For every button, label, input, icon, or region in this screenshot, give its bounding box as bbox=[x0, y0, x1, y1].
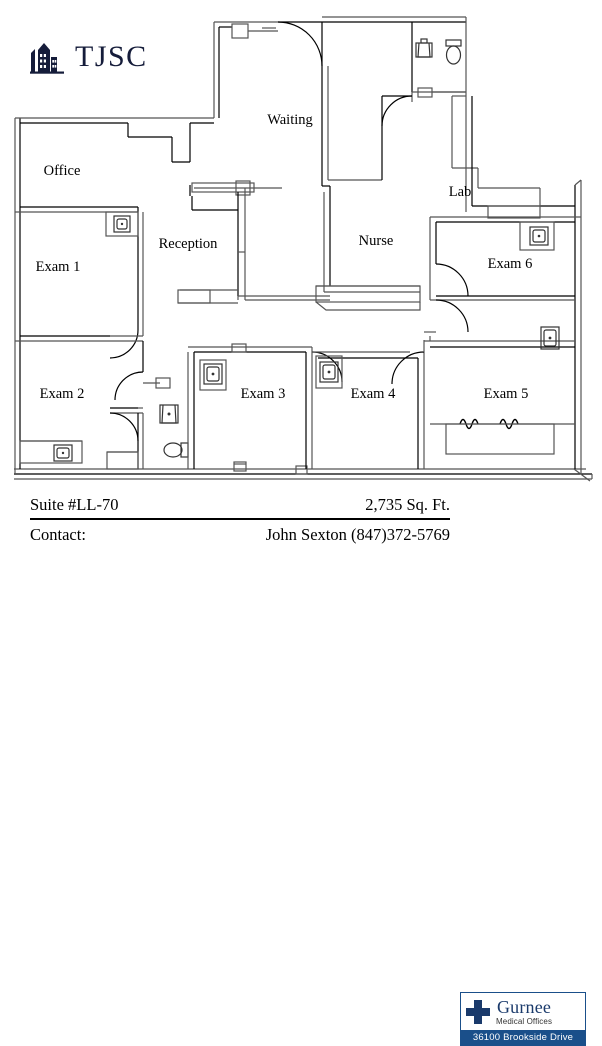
brand-logo: TJSC bbox=[30, 40, 148, 74]
room-label-lab: Lab bbox=[449, 184, 472, 200]
restroom-mid bbox=[143, 352, 195, 469]
gurnee-brand-subtitle: Medical Offices bbox=[496, 1016, 553, 1026]
room-label-reception: Reception bbox=[159, 236, 219, 252]
sink-icon bbox=[203, 363, 223, 385]
sink-icon bbox=[529, 226, 549, 246]
exterior-wall-bottom bbox=[14, 465, 593, 482]
exam2-walls bbox=[19, 341, 144, 470]
sink-icon bbox=[159, 404, 179, 424]
exam5-walls bbox=[424, 326, 575, 455]
sink-icon bbox=[113, 215, 131, 233]
sink-icon bbox=[415, 38, 433, 58]
room-label-exam6: Exam 6 bbox=[488, 256, 533, 272]
nurse-walls bbox=[315, 66, 421, 311]
gurnee-brand-name: Gurnee bbox=[496, 996, 552, 1017]
room-label-nurse: Nurse bbox=[359, 233, 394, 249]
corridor-walls bbox=[238, 295, 330, 301]
square-footage: 2,735 Sq. Ft. bbox=[365, 495, 450, 514]
exam4-walls bbox=[312, 340, 425, 469]
sink-icon bbox=[319, 361, 339, 383]
footer-row-suite: Suite #LL-70 2,735 Sq. Ft. bbox=[30, 495, 450, 518]
gurnee-logo-top: Gurnee Medical Offices bbox=[461, 993, 585, 1030]
lab-walls bbox=[451, 95, 575, 219]
floorplan-page: TJSC bbox=[0, 16, 602, 1046]
exam3-walls bbox=[188, 343, 313, 472]
toilet-icon bbox=[445, 39, 462, 65]
exam1-walls bbox=[105, 211, 139, 359]
contact-value: John Sexton (847)372-5769 bbox=[265, 525, 450, 544]
footer-row-contact: Contact: John Sexton (847)372-5769 bbox=[30, 523, 450, 545]
room-label-office: Office bbox=[44, 163, 81, 179]
room-label-waiting: Waiting bbox=[267, 112, 313, 128]
sink-icon bbox=[53, 444, 73, 462]
gurnee-name-block: Gurnee Medical Offices bbox=[496, 998, 552, 1026]
toilet-icon bbox=[163, 442, 189, 458]
waiting-area-walls bbox=[213, 16, 466, 118]
exterior-wall-left bbox=[14, 118, 21, 474]
floorplan-drawing: Waiting Office Reception Exam 1 Exam 2 E… bbox=[14, 16, 593, 482]
contact-label: Contact: bbox=[30, 525, 86, 544]
exam1-exam2-divider bbox=[15, 335, 143, 342]
footer-divider bbox=[30, 518, 450, 520]
room-label-exam5: Exam 5 bbox=[484, 386, 529, 402]
reception-walls bbox=[137, 180, 282, 336]
medical-cross-icon bbox=[466, 999, 490, 1024]
footer: Suite #LL-70 2,735 Sq. Ft. Contact: John… bbox=[0, 495, 602, 1046]
room-label-exam4: Exam 4 bbox=[351, 386, 396, 402]
room-label-exam2: Exam 2 bbox=[40, 386, 85, 402]
waiting-right-wall bbox=[381, 87, 466, 127]
room-label-exam3: Exam 3 bbox=[241, 386, 286, 402]
gurnee-medical-offices-logo: Gurnee Medical Offices 36100 Brookside D… bbox=[460, 992, 586, 1046]
brand-name: TJSC bbox=[75, 40, 148, 73]
exam6-walls bbox=[424, 216, 581, 341]
suite-number: Suite #LL-70 bbox=[30, 495, 119, 514]
exterior-wall-right bbox=[574, 179, 582, 474]
gurnee-address-banner: 36100 Brookside Drive bbox=[461, 1030, 585, 1045]
sink-icon bbox=[540, 326, 560, 350]
room-label-exam1: Exam 1 bbox=[36, 259, 81, 275]
restroom-top bbox=[411, 17, 467, 96]
building-skyline-icon bbox=[30, 43, 64, 74]
footer-text-block: Suite #LL-70 2,735 Sq. Ft. Contact: John… bbox=[30, 495, 450, 545]
